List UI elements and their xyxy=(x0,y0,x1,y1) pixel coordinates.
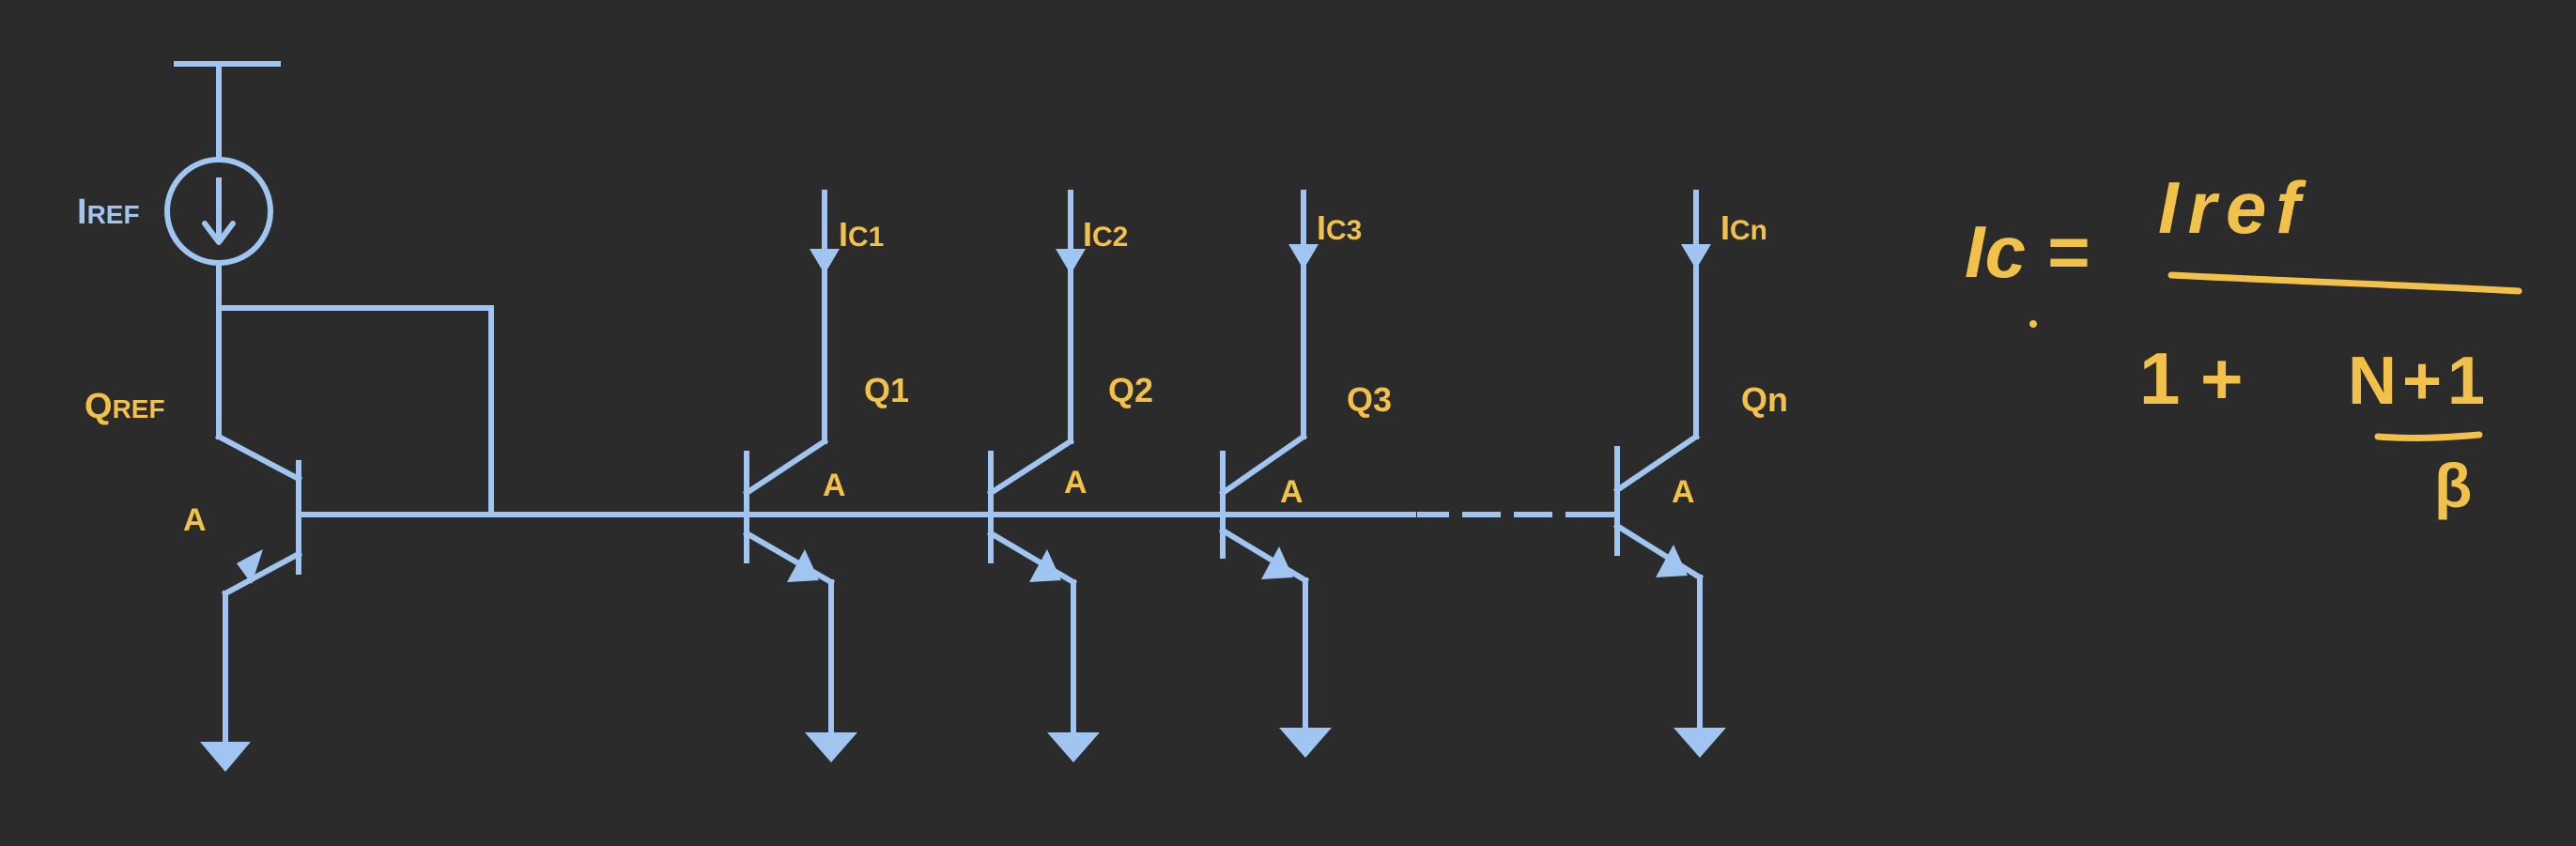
q1-area-label: A xyxy=(823,468,846,503)
ground-arrow-q2 xyxy=(1047,732,1100,762)
qref-area-label: A xyxy=(183,502,207,538)
fraction-bar xyxy=(2167,271,2522,295)
ground-arrow-q3 xyxy=(1279,728,1332,758)
qn-area-label: A xyxy=(1672,474,1695,510)
q2-label: Q2 xyxy=(1108,371,1153,409)
q2-area-label: A xyxy=(1064,465,1087,500)
ground-arrow-qn xyxy=(1674,728,1726,758)
iref-label: IREF xyxy=(77,192,140,232)
collector-current-formula: Ic = Iref 1 + N+1 β xyxy=(1965,166,2522,520)
q3-label: Q3 xyxy=(1347,380,1392,419)
transistor-q1 xyxy=(742,190,857,762)
transistor-qn xyxy=(1612,190,1726,758)
pen-dot xyxy=(2029,320,2037,328)
icn-label: ICn xyxy=(1720,208,1767,247)
formula-denominator-one: 1 + xyxy=(2139,337,2244,420)
transistor-q3 xyxy=(1218,190,1332,758)
ic2-label: IC2 xyxy=(1083,215,1128,254)
formula-numerator: Iref xyxy=(2158,166,2309,249)
inner-fraction-bar xyxy=(2374,431,2483,441)
current-source-iref xyxy=(164,157,273,266)
ground-arrow-ref xyxy=(200,742,251,772)
transistor-q2 xyxy=(986,190,1100,762)
diode-connection-wire xyxy=(216,305,494,517)
ground-arrow-q1 xyxy=(805,732,857,762)
formula-lhs: Ic = xyxy=(1965,210,2089,293)
qref-label: QREF xyxy=(85,387,165,426)
ic3-label: IC3 xyxy=(1317,208,1362,247)
qn-label: Qn xyxy=(1741,380,1788,419)
q1-label: Q1 xyxy=(864,371,909,409)
q3-area-label: A xyxy=(1280,474,1303,510)
formula-fraction-numerator: N+1 xyxy=(2348,344,2491,419)
formula-fraction-denominator: β xyxy=(2434,451,2472,520)
ic1-label: IC1 xyxy=(839,215,884,254)
transistor-qref xyxy=(200,432,303,772)
